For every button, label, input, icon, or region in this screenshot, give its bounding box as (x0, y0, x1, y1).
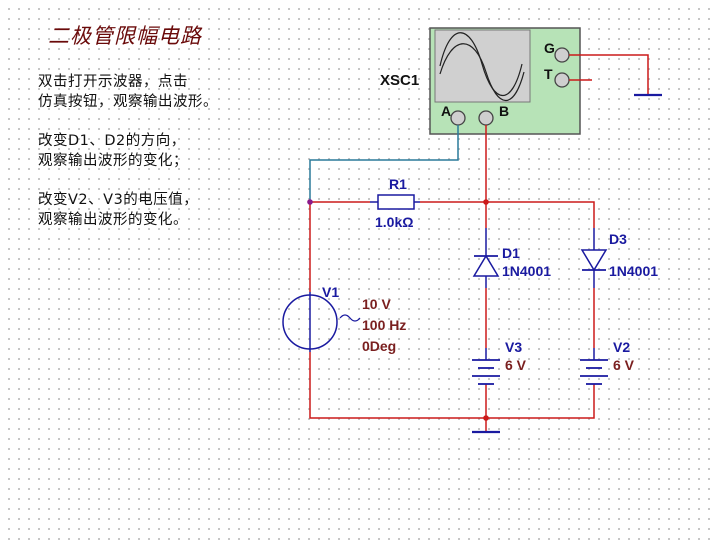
diode-d1-name-label: D1 (502, 245, 520, 261)
battery-v2-value-label: 6 V (613, 357, 635, 373)
resistor-name-label: R1 (389, 176, 407, 192)
scope-terminal-g[interactable] (554, 47, 570, 63)
scope-trace (439, 32, 523, 96)
oscilloscope[interactable] (429, 27, 581, 135)
wire-channel-a (309, 125, 459, 202)
source-phase-label: 0Deg (362, 338, 397, 354)
diode-d3[interactable] (580, 228, 608, 288)
instruction-line: 双击打开示波器，点击 (38, 74, 188, 90)
instruction-block-2: 改变D1、D2的方向， 观察输出波形的变化； (38, 131, 188, 171)
source-name-label: V1 (322, 284, 340, 300)
battery-v2-name-label: V2 (613, 339, 631, 355)
instruction-line: 观察输出波形的变化； (38, 153, 188, 169)
instruction-line: 观察输出波形的变化。 (38, 212, 188, 228)
scope-pin-t-label: T (544, 66, 553, 82)
diode-d1[interactable] (472, 228, 500, 288)
scope-terminal-a[interactable] (450, 110, 466, 126)
instruction-line: 改变D1、D2的方向， (38, 133, 186, 149)
battery-v2[interactable] (580, 348, 608, 385)
resistor-value-label: 1.0kΩ (375, 214, 414, 230)
battery-v3[interactable] (472, 348, 500, 385)
ac-source-v1[interactable] (282, 292, 361, 352)
scope-pin-b-label: B (499, 103, 510, 119)
source-frequency-label: 100 Hz (362, 317, 407, 333)
junction-dot (307, 199, 313, 205)
instruction-block-1: 双击打开示波器，点击 仿真按钮，观察输出波形。 (38, 72, 218, 112)
diode-d3-model-label: 1N4001 (609, 263, 659, 279)
battery-v3-value-label: 6 V (505, 357, 527, 373)
wire-ground-g (569, 54, 649, 95)
instruction-line: 仿真按钮，观察输出波形。 (38, 94, 218, 110)
instruction-block-3: 改变V2、V3的电压值， 观察输出波形的变化。 (38, 190, 198, 230)
scope-terminal-b[interactable] (478, 110, 494, 126)
junction-dot (483, 415, 489, 421)
scope-name-label: XSC1 (380, 72, 420, 89)
junction-dot (483, 199, 489, 205)
page-title: 二极管限幅电路 (48, 24, 202, 48)
scope-trace (439, 43, 525, 102)
source-amplitude-label: 10 V (362, 296, 391, 312)
resistor-r1[interactable] (370, 194, 420, 210)
scope-terminal-t[interactable] (554, 72, 570, 88)
scope-pin-g-label: G (544, 40, 555, 56)
instruction-line: 改变V2、V3的电压值， (38, 192, 199, 208)
wire-ground-rail (309, 352, 595, 419)
diode-d1-model-label: 1N4001 (502, 263, 552, 279)
ac-sine-icon (339, 314, 361, 322)
battery-v3-name-label: V3 (505, 339, 523, 355)
wire-output-node (420, 201, 595, 228)
diode-d3-name-label: D3 (609, 231, 627, 247)
scope-pin-a-label: A (441, 103, 452, 119)
